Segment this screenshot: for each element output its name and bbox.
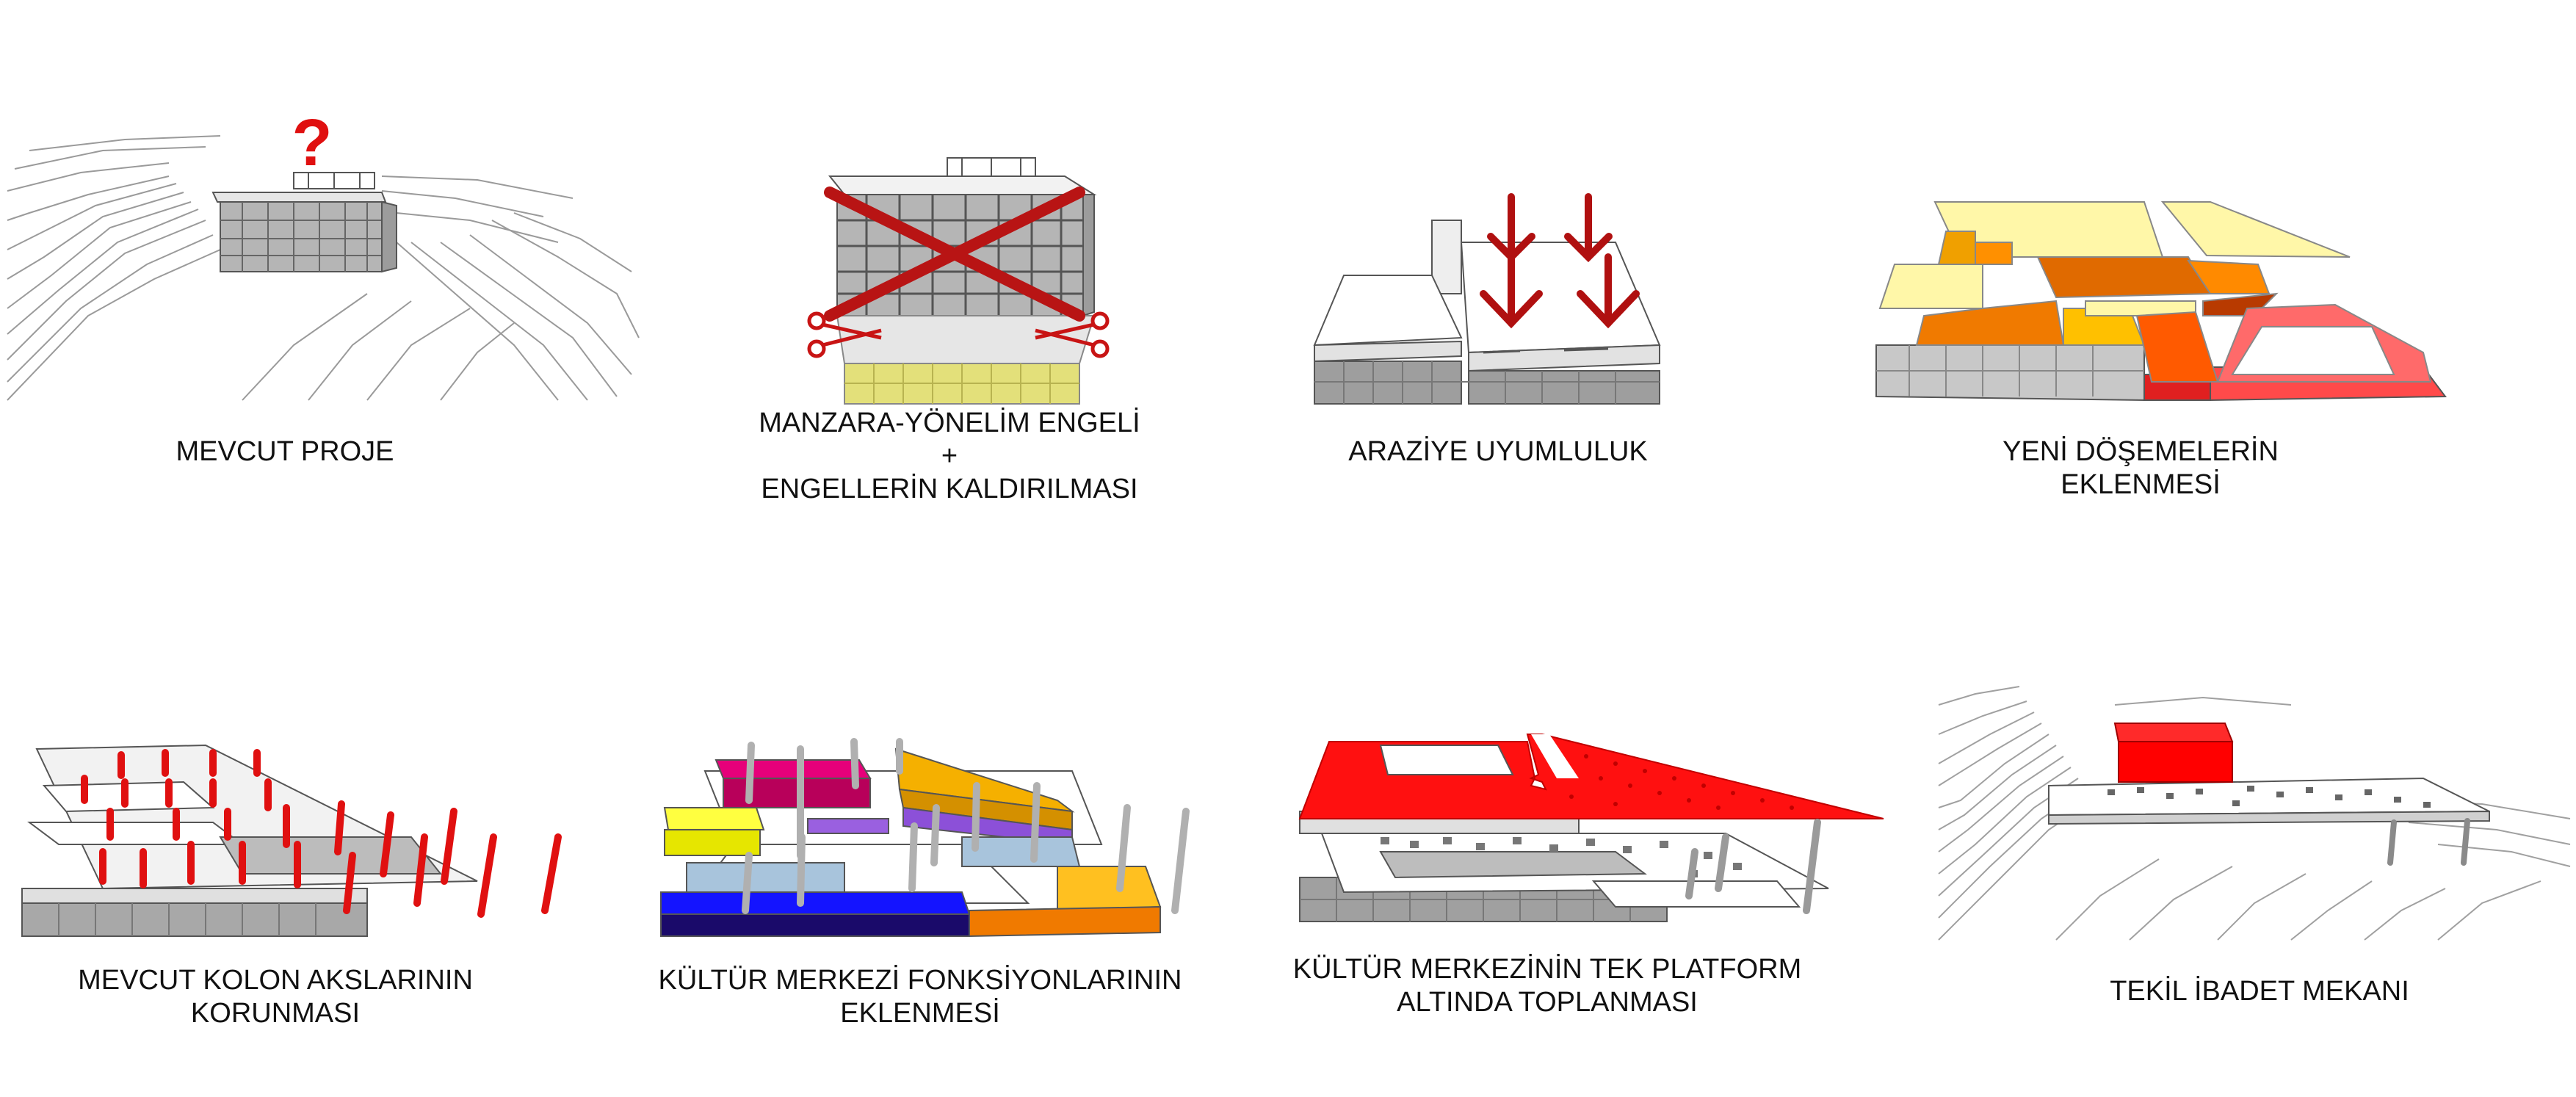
column-axis-icon [81, 749, 562, 918]
caption-ibadet-mekani: TEKİL İBADET MEKANI [2110, 975, 2409, 1007]
caption-tek-platform-line2: ALTINDA TOPLANMASI [1397, 987, 1698, 1018]
caption-araziye-uyumluluk: ARAZİYE UYUMLULUK [1348, 435, 1648, 467]
panel-kultur-fonksiyonlari: KÜLTÜR MERKEZİ FONKSİYONLARININ EKLENMES… [659, 738, 1190, 1029]
caption-manzara-line3: ENGELLERİN KALDIRILMASI [761, 473, 1137, 504]
scissors-right-icon [1035, 311, 1110, 358]
question-mark-icon: ? [292, 106, 333, 180]
panel-yeni-dosemeler: YENİ DÖŞEMELERİN EKLENMESİ [1875, 201, 2447, 500]
caption-kolon-akslari-line2: KORUNMASI [191, 998, 360, 1029]
caption-yeni-dosemeler-line1: YENİ DÖŞEMELERİN [2002, 435, 2279, 467]
panel-mevcut-proje: ? MEVCUT PROJE [7, 106, 640, 467]
panel-kolon-akslari: MEVCUT KOLON AKSLARININ KORUNMASI [21, 744, 562, 1029]
panel-tek-platform: KÜLTÜR MERKEZİNİN TEK PLATFORM ALTINDA T… [1293, 734, 1884, 1018]
caption-kolon-akslari-line1: MEVCUT KOLON AKSLARININ [78, 965, 473, 996]
cross-removal-icon [824, 187, 1085, 322]
caption-yeni-dosemeler-line2: EKLENMESİ [2061, 468, 2221, 500]
caption-mevcut-proje: MEVCUT PROJE [176, 436, 394, 467]
caption-tek-platform-line1: KÜLTÜR MERKEZİNİN TEK PLATFORM [1293, 953, 1802, 985]
caption-kultur-fonksiyon-line2: EKLENMESİ [840, 997, 1000, 1029]
caption-manzara-line1: MANZARA-YÖNELİM ENGELİ [759, 407, 1140, 438]
scissors-left-icon [807, 311, 882, 358]
panel-engellerin-kaldirilmasi: MANZARA-YÖNELİM ENGELİ + ENGELLERİN KALD… [759, 157, 1140, 504]
caption-manzara-line2: + [941, 441, 958, 471]
panel-ibadet-mekani: TEKİL İBADET MEKANI [1938, 686, 2571, 1007]
panel-araziye-uyumluluk: ARAZİYE UYUMLULUK [1313, 193, 1661, 467]
down-arrow-icon [1480, 193, 1640, 329]
caption-kultur-fonksiyon-line1: KÜLTÜR MERKEZİ FONKSİYONLARININ [659, 964, 1182, 996]
terrain-lines [7, 135, 640, 401]
